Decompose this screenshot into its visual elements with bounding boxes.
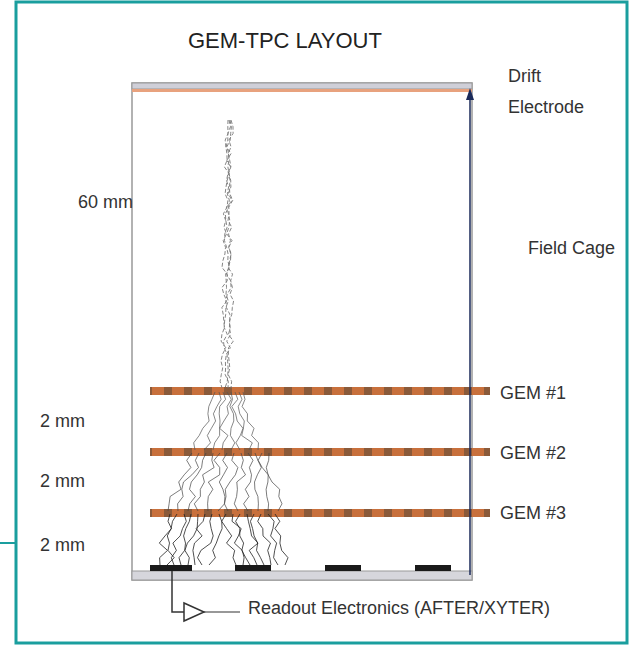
readout-pad <box>235 565 271 571</box>
drift-electrode <box>132 89 472 92</box>
electron-path <box>194 392 215 450</box>
electron-path <box>159 514 171 565</box>
part-label: GEM #1 <box>500 378 590 409</box>
gem-foil <box>150 448 490 456</box>
electron-path <box>220 392 232 450</box>
part-label: Drift Electrode <box>508 61 608 122</box>
amplifier-symbol <box>184 603 204 621</box>
electron-path <box>228 120 234 388</box>
electron-path <box>222 514 236 565</box>
electron-path <box>204 392 221 450</box>
part-label: Field Cage <box>528 233 624 264</box>
electron-path <box>208 453 220 511</box>
electron-path <box>236 514 250 565</box>
electron-path <box>242 392 258 450</box>
electron-path <box>258 514 271 565</box>
electron-track <box>159 120 288 565</box>
electron-path <box>193 514 205 565</box>
part-label: 2 mm <box>40 406 110 437</box>
electron-path <box>266 453 282 511</box>
drift-electrode-plate <box>132 83 472 89</box>
electron-path <box>244 453 253 511</box>
electron-path <box>250 514 264 565</box>
diagram-title: GEM-TPC LAYOUT <box>188 28 382 54</box>
amplifier-output <box>204 611 240 612</box>
part-label: GEM #2 <box>500 438 590 469</box>
electron-path <box>194 453 214 511</box>
electron-path <box>188 453 206 511</box>
electron-path <box>268 514 278 565</box>
electron-path <box>234 453 245 511</box>
part-label: 2 mm <box>40 530 110 561</box>
readout-pad <box>150 565 192 571</box>
electron-path <box>258 453 268 511</box>
electron-path <box>238 392 252 450</box>
readout-pad <box>325 565 361 571</box>
electron-path <box>168 453 192 511</box>
part-label: GEM #3 <box>500 498 590 529</box>
readout-wire <box>172 571 184 612</box>
frame-tick <box>0 542 16 544</box>
electron-path <box>224 453 238 511</box>
electron-path <box>255 453 262 511</box>
electron-path <box>209 514 222 565</box>
electron-path <box>185 514 198 565</box>
electron-path <box>230 392 235 450</box>
readout-label: Readout Electronics (AFTER/XYTER) <box>248 593 618 624</box>
field-arrow <box>469 98 471 575</box>
gem-foil <box>150 509 490 517</box>
gem-foil <box>150 387 490 395</box>
electron-path <box>198 514 214 565</box>
part-label: 60 mm <box>78 187 158 218</box>
electron-path <box>232 514 244 565</box>
frame <box>16 2 627 643</box>
readout-plane <box>132 571 472 580</box>
electron-path <box>218 453 228 511</box>
electron-path <box>275 514 288 565</box>
chamber-outline <box>132 83 472 580</box>
electron-path <box>247 514 258 565</box>
arrow-head <box>466 88 474 100</box>
readout-pad <box>415 565 451 571</box>
part-label: 2 mm <box>40 466 110 497</box>
